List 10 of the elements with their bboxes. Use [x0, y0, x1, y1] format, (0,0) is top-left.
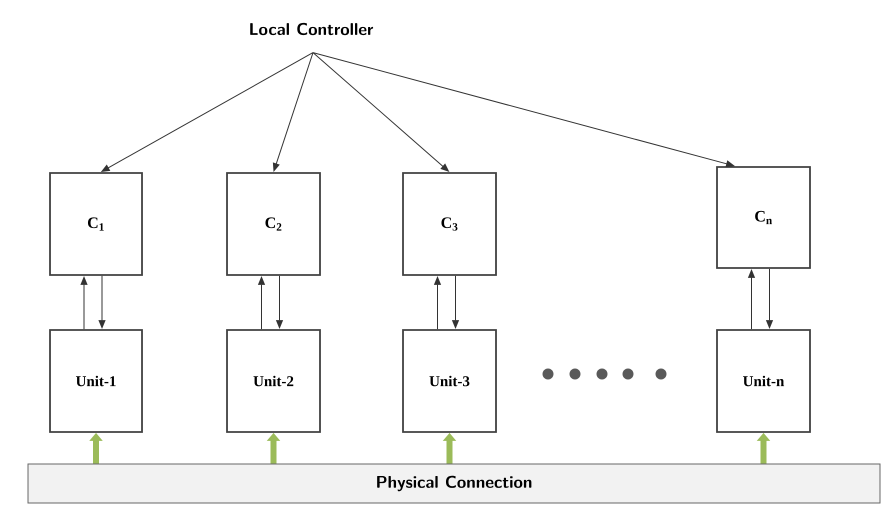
- connection-bar: Physical Connection: [28, 463, 880, 504]
- controller-box: C$_{1}$: [49, 172, 143, 276]
- controller-label: Local Controller: [250, 22, 374, 36]
- unit-box: Unit-2: [226, 329, 321, 433]
- unit-box: Unit-n: [716, 329, 811, 433]
- unit-box: Unit-3: [402, 329, 497, 433]
- unit-box: Unit-1: [49, 329, 143, 433]
- controller-box: C$_{3}$: [402, 172, 497, 276]
- controller-box: C$_{2}$: [226, 172, 321, 276]
- controller-box: C$_{n}$: [716, 166, 811, 269]
